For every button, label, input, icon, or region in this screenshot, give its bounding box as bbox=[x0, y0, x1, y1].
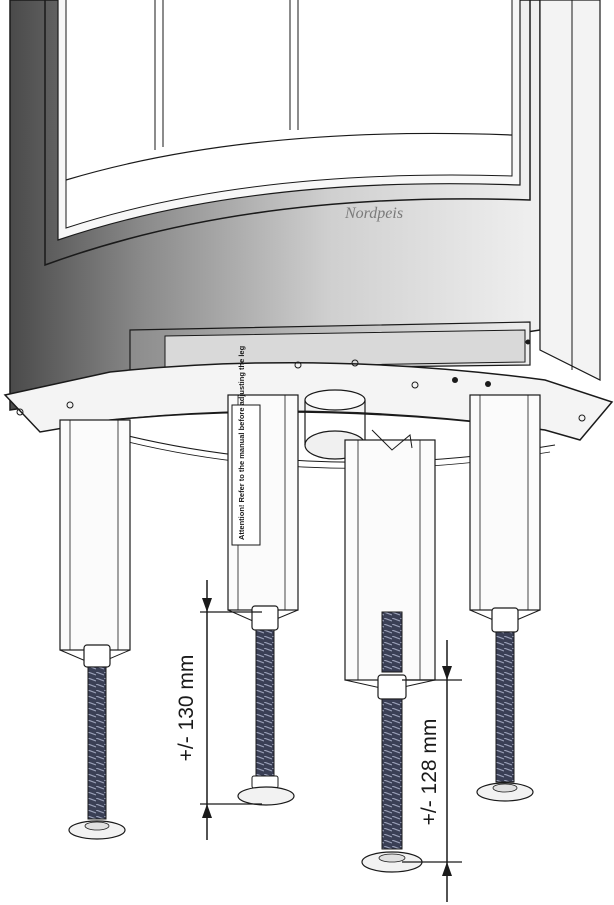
dimension-label-left: +/- 130 mm bbox=[175, 655, 198, 762]
leg-left-front: Attention! Refer to the manual before ad… bbox=[227, 345, 299, 806]
central-cylinder bbox=[111, 389, 556, 469]
dimension-label-right: +/- 128 mm bbox=[418, 719, 441, 826]
warning-sticker: Attention! Refer to the manual before ad… bbox=[237, 345, 246, 540]
dimension-right: +/- 128 mm bbox=[402, 640, 462, 902]
stove-body bbox=[9, 0, 601, 411]
leg-center-front bbox=[344, 674, 436, 873]
dimension-left: +/- 130 mm bbox=[175, 580, 262, 840]
leg-far-left bbox=[59, 419, 131, 840]
leg-center-rear bbox=[344, 429, 436, 681]
leg-right bbox=[469, 394, 541, 802]
brand-logo: Nordpeis bbox=[344, 205, 403, 222]
